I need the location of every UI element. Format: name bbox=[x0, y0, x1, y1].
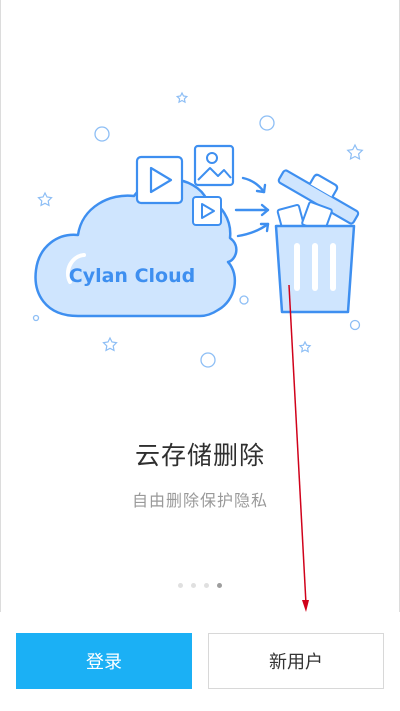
trash-bin-icon bbox=[274, 169, 360, 314]
cloud-delete-illustration: Cylan Cloud bbox=[32, 91, 364, 368]
page-subtitle: 自由删除保护隐私 bbox=[131, 491, 268, 510]
page-dot-3[interactable] bbox=[204, 583, 209, 588]
login-button[interactable]: 登录 bbox=[16, 633, 192, 689]
cloud-icon: Cylan Cloud bbox=[34, 177, 238, 318]
video-file-icon bbox=[135, 155, 184, 205]
annotation-arrow-head bbox=[302, 600, 309, 612]
image-file-icon bbox=[193, 144, 235, 187]
page-dot-4-active[interactable] bbox=[217, 583, 222, 588]
page-title: 云存储删除 bbox=[134, 441, 265, 470]
cloud-brand-text: Cylan Cloud bbox=[69, 265, 195, 287]
bottom-action-bar: 登录 新用户 bbox=[0, 612, 400, 711]
page-dot-2[interactable] bbox=[191, 583, 196, 588]
move-arrows bbox=[234, 176, 270, 238]
left-edge-rule bbox=[0, 0, 1, 612]
small-video-file-icon bbox=[192, 196, 222, 226]
page-indicator bbox=[0, 583, 400, 588]
page-dot-1[interactable] bbox=[178, 583, 183, 588]
decoration-circles bbox=[32, 115, 361, 368]
new-user-button[interactable]: 新用户 bbox=[208, 633, 384, 689]
